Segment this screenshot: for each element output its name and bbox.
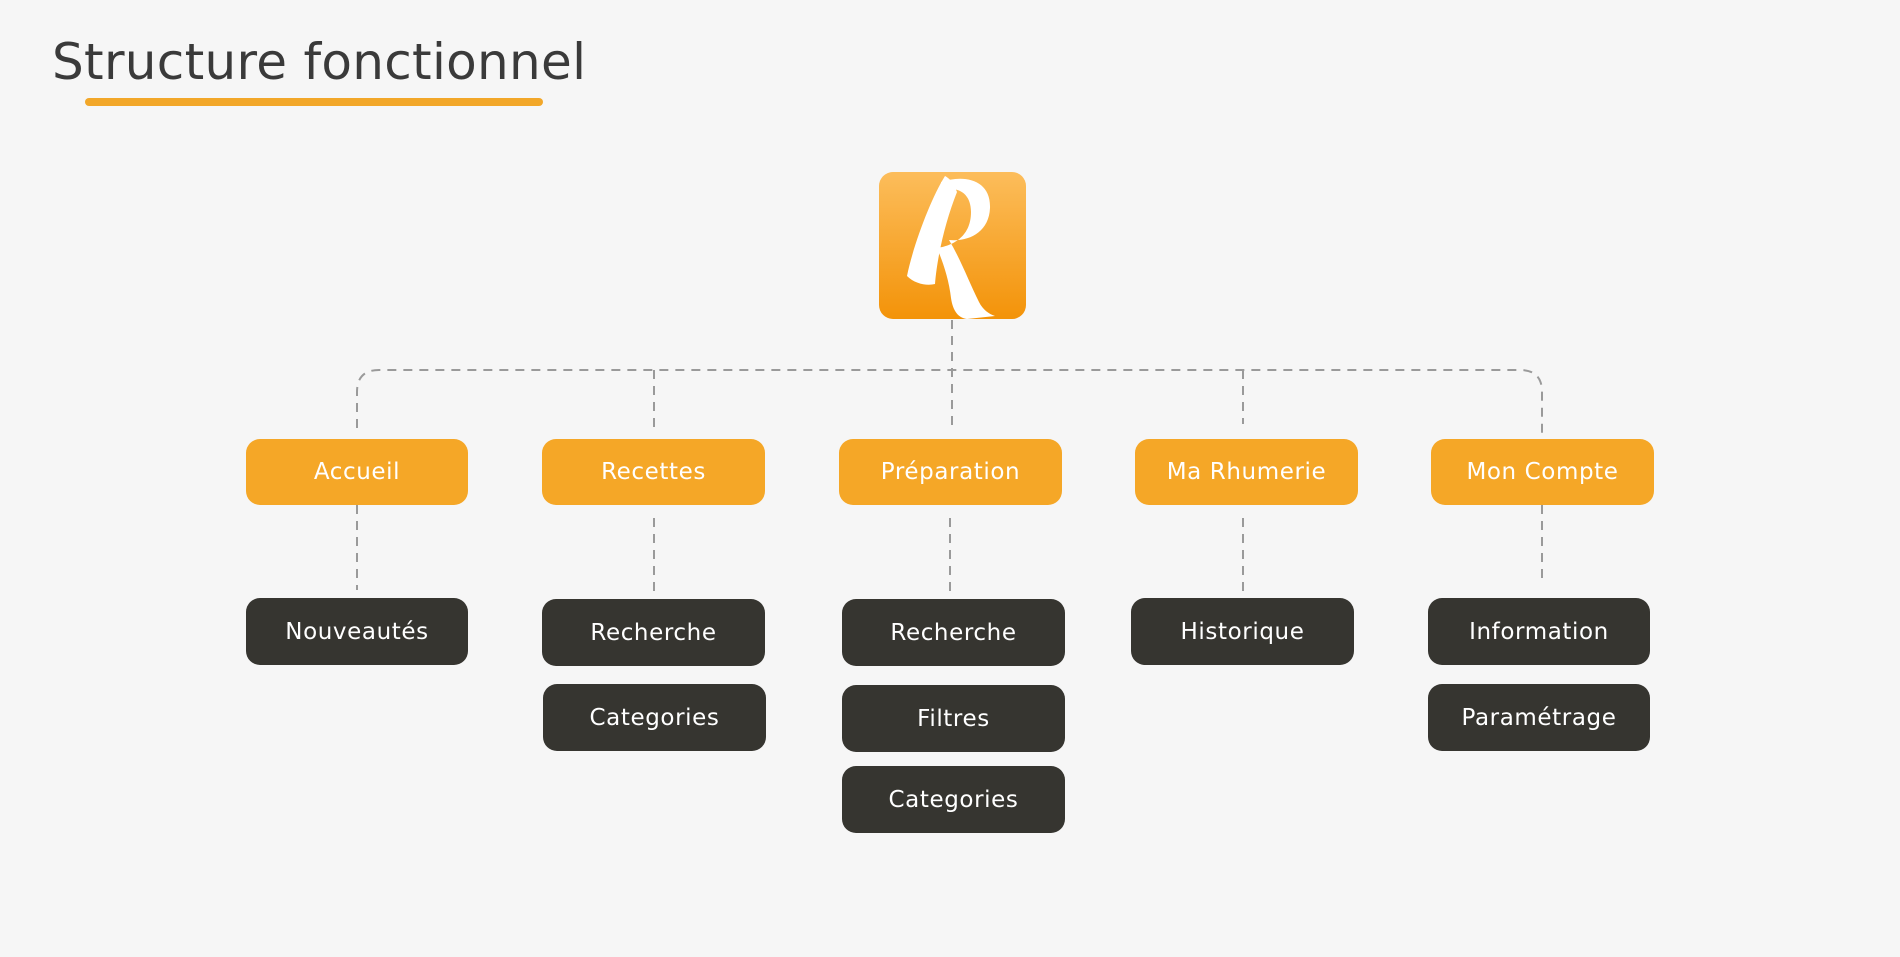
node-preparation[interactable]: Préparation [839, 439, 1062, 505]
node-recettes[interactable]: Recettes [542, 439, 765, 505]
node-mon-compte[interactable]: Mon Compte [1431, 439, 1654, 505]
page-title: Structure fonctionnel [52, 33, 587, 91]
node-parametrage[interactable]: Paramétrage [1428, 684, 1650, 751]
title-underline [85, 98, 543, 106]
node-nouveautes[interactable]: Nouveautés [246, 598, 468, 665]
bus-connector [356, 369, 1543, 436]
app-logo [879, 172, 1026, 319]
node-historique[interactable]: Historique [1131, 598, 1354, 665]
node-information[interactable]: Information [1428, 598, 1650, 665]
node-recettes-categories[interactable]: Categories [543, 684, 766, 751]
node-ma-rhumerie[interactable]: Ma Rhumerie [1135, 439, 1358, 505]
node-preparation-categories[interactable]: Categories [842, 766, 1065, 833]
node-preparation-filtres[interactable]: Filtres [842, 685, 1065, 752]
node-recettes-recherche[interactable]: Recherche [542, 599, 765, 666]
node-preparation-recherche[interactable]: Recherche [842, 599, 1065, 666]
node-accueil[interactable]: Accueil [246, 439, 468, 505]
script-r-logo-icon [907, 176, 995, 319]
